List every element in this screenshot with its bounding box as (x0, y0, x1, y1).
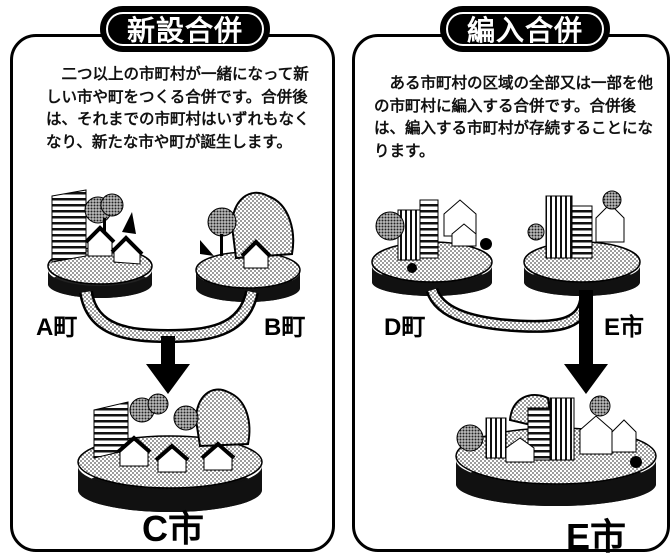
merge-arrow-left (79, 290, 259, 394)
town-b-label: B町 (264, 314, 306, 341)
town-a-illustration (47, 189, 153, 298)
new-merger-description: 二つ以上の市町村が一緒になって新しい市や町をつくる合併です。合併後は、それまでの… (46, 65, 310, 151)
city-c-illustration (77, 388, 263, 512)
new-merger-title: 新設合併 (100, 6, 270, 52)
city-e-top-illustration (523, 190, 641, 296)
city-e-top-label: E市 (604, 314, 645, 341)
town-d-illustration (371, 199, 493, 296)
incorporation-merger-description: ある市町村の区域の全部又は一部を他の市町村に編入する合併です。合併後は、編入する… (374, 74, 654, 160)
city-e-result-illustration (455, 393, 657, 506)
city-e-result-label: E市 (566, 516, 627, 557)
city-c-label: C市 (142, 508, 204, 549)
town-a-label: A町 (36, 314, 78, 341)
merge-arrow-right (425, 287, 608, 394)
new-merger-title-text: 新設合併 (126, 14, 243, 47)
town-d-label: D町 (384, 314, 426, 341)
incorporation-merger-title-text: 編入合併 (466, 14, 583, 47)
town-b-illustration (195, 191, 301, 302)
incorporation-merger-title: 編入合併 (440, 6, 610, 52)
